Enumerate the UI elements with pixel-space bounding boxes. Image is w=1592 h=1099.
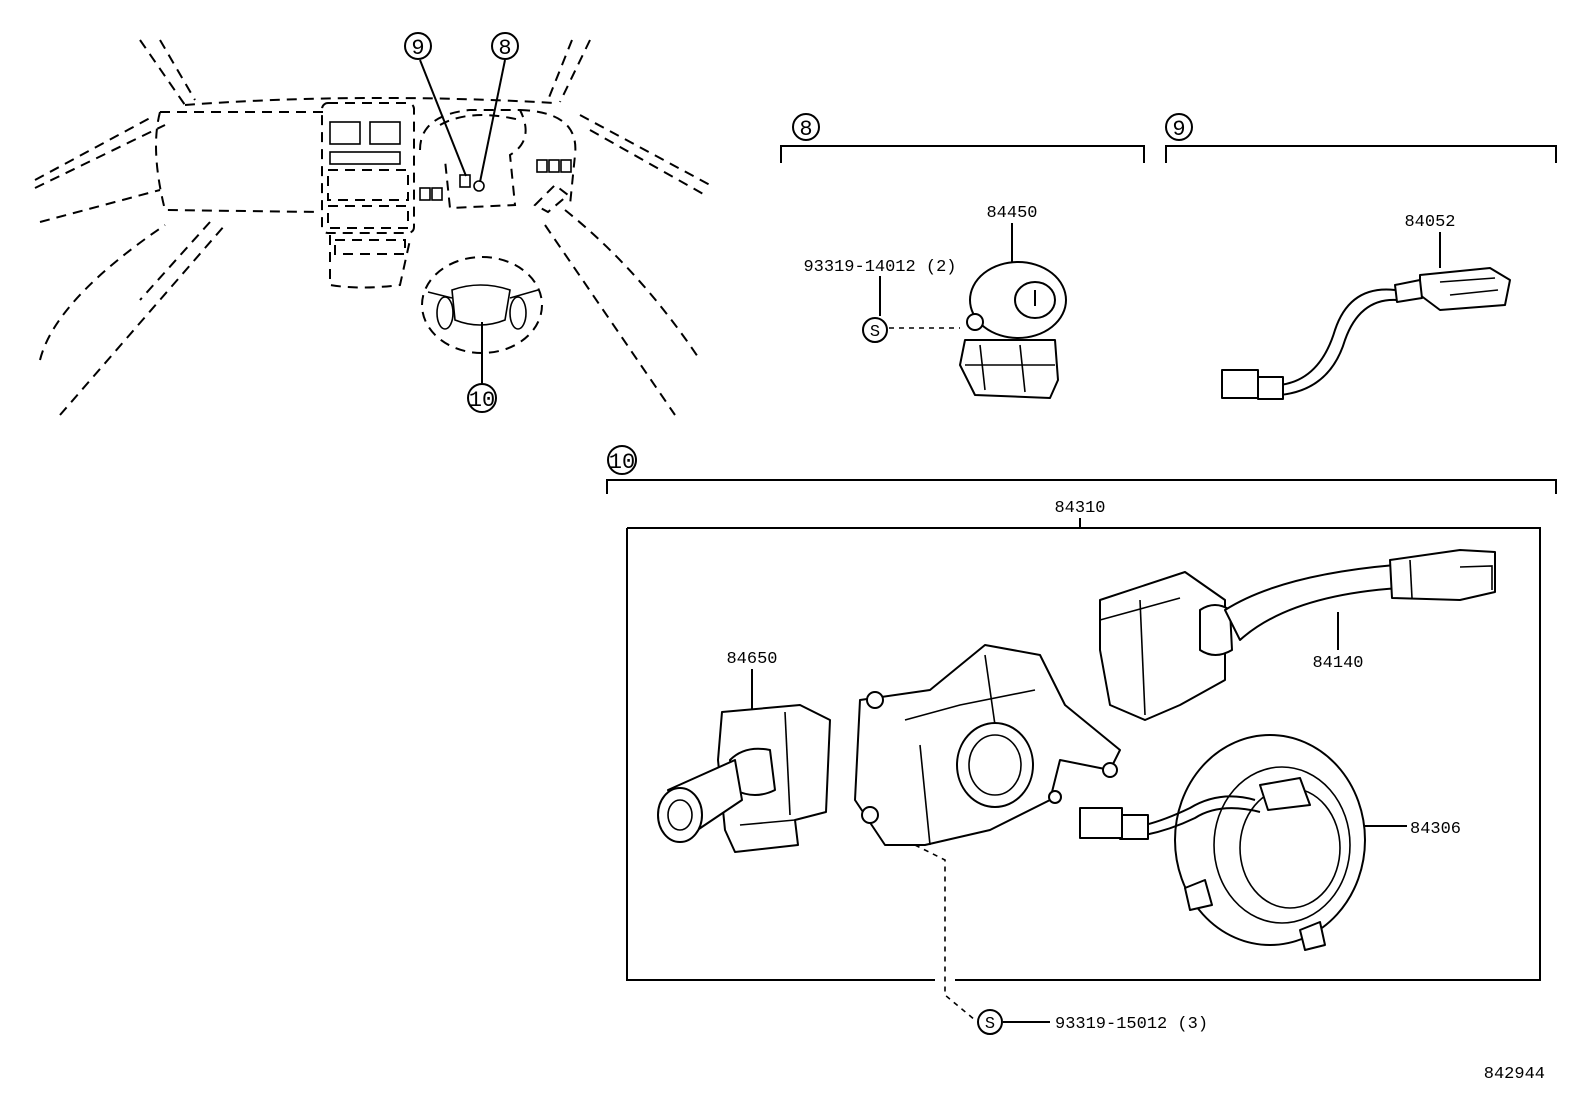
section-10: 10 84310 84650 xyxy=(606,445,1557,1035)
screw-symbol-10: S xyxy=(985,1015,995,1034)
wire-harness-84052 xyxy=(1221,267,1511,400)
part-label-93319-15012: 93319-15012 (3) xyxy=(1055,1015,1208,1034)
section-8: 8 84450 93319-14012 (2) S xyxy=(780,113,1145,399)
section-8-callout: 8 xyxy=(799,117,812,142)
column-bracket xyxy=(854,644,1121,846)
section-9: 9 84052 xyxy=(1165,113,1557,400)
part-label-84650: 84650 xyxy=(726,650,777,669)
section-9-callout: 9 xyxy=(1172,117,1185,142)
part-label-84140: 84140 xyxy=(1312,654,1363,673)
callout-9-label: 9 xyxy=(411,36,424,61)
screw-symbol-8: S xyxy=(870,323,880,342)
callout-9-overview: 9 xyxy=(404,32,432,61)
callout-8-label: 8 xyxy=(498,36,511,61)
dashboard-overview xyxy=(34,39,711,416)
light-switch-84140 xyxy=(1099,549,1496,721)
part-label-84052: 84052 xyxy=(1404,213,1455,232)
part-label-84306: 84306 xyxy=(1410,820,1461,839)
callout-10-overview: 10 xyxy=(467,383,497,413)
callout-8-overview: 8 xyxy=(491,32,519,61)
spiral-cable-84306 xyxy=(1079,734,1366,951)
ignition-switch-84450 xyxy=(959,261,1067,399)
part-label-84450: 84450 xyxy=(986,204,1037,223)
wiper-switch-84650 xyxy=(657,704,831,853)
drawing-number: 842944 xyxy=(1484,1065,1545,1084)
callout-10-label: 10 xyxy=(469,388,495,413)
part-label-84310: 84310 xyxy=(1054,499,1105,518)
section-10-callout: 10 xyxy=(609,450,635,475)
part-label-93319-14012: 93319-14012 (2) xyxy=(803,258,956,277)
